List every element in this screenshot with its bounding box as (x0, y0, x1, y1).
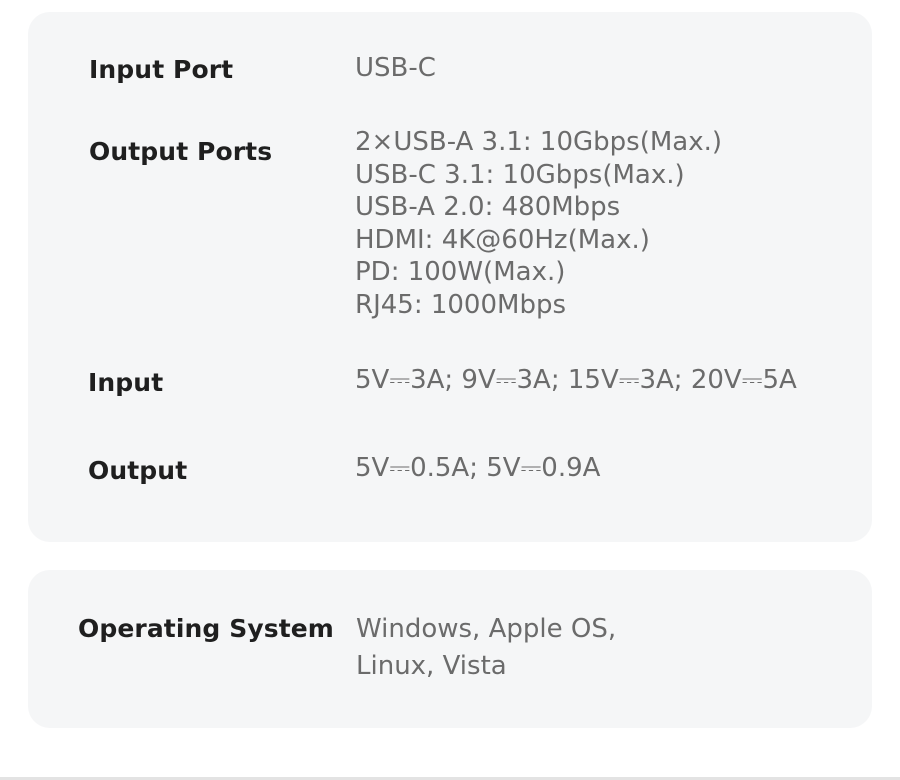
input-value-line: 5V⎓3A; 9V⎓3A; 15V⎓3A; 20V⎓5A (355, 365, 797, 395)
output-port-line: 2×USB-A 3.1: 10Gbps(Max.) (355, 127, 723, 157)
bottom-divider (0, 777, 900, 780)
output-value-line: 5V⎓0.5A; 5V⎓0.9A (355, 453, 601, 483)
input-value: 5V⎓3A; 9V⎓3A; 15V⎓3A; 20V⎓5A (355, 364, 797, 397)
output-port-line: RJ45: 1000Mbps (355, 289, 566, 320)
output-label: Output (88, 456, 188, 485)
output-value: 5V⎓0.5A; 5V⎓0.9A (355, 452, 600, 485)
operating-system-value: Windows, Apple OS, Linux, Vista (356, 611, 616, 685)
input-label: Input (88, 368, 164, 397)
operating-system-label: Operating System (78, 614, 334, 643)
input-port-label: Input Port (89, 55, 234, 84)
output-port-line: PD: 100W(Max.) (355, 257, 566, 288)
operating-system-line: Windows, Apple OS, (356, 614, 617, 644)
output-port-line: USB-A 2.0: 480Mbps (355, 192, 621, 223)
output-port-line: HDMI: 4K@60Hz(Max.) (355, 224, 650, 255)
input-port-value: USB-C (355, 52, 436, 85)
output-ports-label: Output Ports (89, 137, 273, 166)
output-port-line: USB-C 3.1: 10Gbps(Max.) (355, 159, 685, 190)
output-ports-value: 2×USB-A 3.1: 10Gbps(Max.) USB-C 3.1: 10G… (355, 126, 722, 322)
os-card: Operating System Windows, Apple OS, Linu… (28, 570, 872, 728)
operating-system-line: Linux, Vista (356, 651, 507, 681)
input-port-value-line: USB-C (355, 53, 436, 83)
specs-card: Input Port USB-C Output Ports 2×USB-A 3.… (28, 12, 872, 542)
